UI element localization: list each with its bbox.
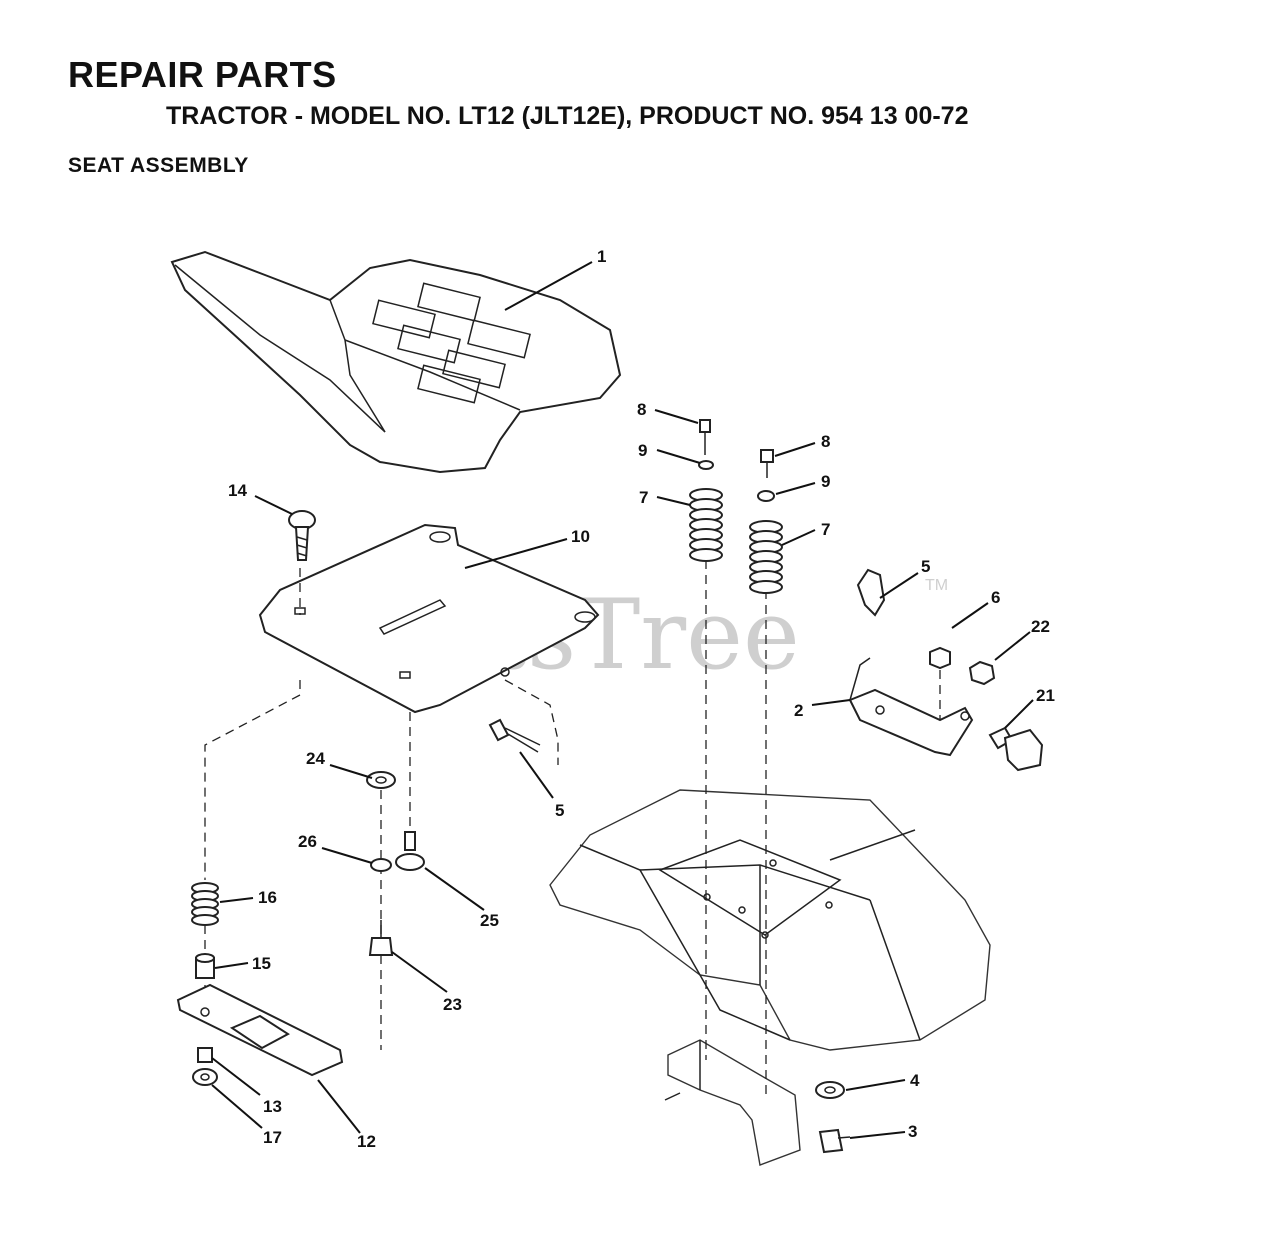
- spring-16: [191, 882, 219, 926]
- seat: [170, 250, 622, 474]
- callout-5-lower: 5: [555, 801, 564, 820]
- callout-25: 25: [480, 911, 499, 930]
- callout-15: 15: [252, 954, 271, 973]
- callout-9-left: 9: [638, 441, 647, 460]
- callout-8-left: 8: [637, 400, 646, 419]
- tractor-frame: [549, 789, 991, 1166]
- callout-12: 12: [357, 1132, 376, 1151]
- nut-22: [968, 660, 996, 686]
- callout-10: 10: [571, 527, 590, 546]
- knob-5-upper: [856, 568, 886, 617]
- callout-5-upper: 5: [921, 557, 930, 576]
- knob-21: [988, 726, 1044, 772]
- callout-9-right: 9: [821, 472, 830, 491]
- spring-7-right: [749, 520, 783, 594]
- lockwasher-26: [370, 858, 392, 872]
- callout-16: 16: [258, 888, 277, 907]
- nut-6: [929, 646, 951, 670]
- callout-2: 2: [794, 701, 803, 720]
- callout-4: 4: [910, 1071, 920, 1090]
- model-subtitle: TRACTOR - MODEL NO. LT12 (JLT12E), PRODU…: [166, 102, 969, 130]
- callout-21: 21: [1036, 686, 1055, 705]
- watermark-trademark: TM: [925, 577, 948, 594]
- bushing-13: [197, 1047, 213, 1063]
- plate-12: [176, 983, 344, 1077]
- washer-24: [366, 771, 396, 789]
- spring-7-left: [689, 488, 723, 562]
- section-title: SEAT ASSEMBLY: [68, 154, 249, 177]
- callout-numbers: 1 14 10 8 9 7 8 9 7 5 6 22 21 2 5 24 26 …: [228, 247, 1055, 1151]
- callout-7-left: 7: [639, 488, 648, 507]
- adjuster-bracket-2: [848, 657, 974, 757]
- callout-17: 17: [263, 1128, 282, 1147]
- leader-lines: [211, 261, 1034, 1139]
- callout-13: 13: [263, 1097, 282, 1116]
- bolt-5-lower: [488, 718, 541, 753]
- callout-8-right: 8: [821, 432, 830, 451]
- callout-14: 14: [228, 481, 247, 500]
- callout-6: 6: [991, 588, 1000, 607]
- bushing-15: [195, 953, 215, 979]
- screw-8-right: [760, 449, 774, 478]
- seat-pan: [258, 523, 600, 714]
- washer-9-right: [757, 490, 775, 502]
- washer-17: [192, 1068, 218, 1086]
- callout-23: 23: [443, 995, 462, 1014]
- screw-8-left: [699, 419, 711, 455]
- callout-26: 26: [298, 832, 317, 851]
- bolt-3: [818, 1128, 851, 1154]
- washer-9-left: [698, 460, 714, 470]
- page-title: REPAIR PARTS: [68, 54, 337, 95]
- callout-7-right: 7: [821, 520, 830, 539]
- callout-1: 1: [597, 247, 606, 266]
- carriage-bolt-14: [288, 510, 316, 561]
- callout-22: 22: [1031, 617, 1050, 636]
- callout-3: 3: [908, 1122, 917, 1141]
- callout-24: 24: [306, 749, 325, 768]
- washer-4: [815, 1081, 845, 1099]
- bolt-23: [368, 920, 394, 956]
- spacer-25: [395, 831, 425, 871]
